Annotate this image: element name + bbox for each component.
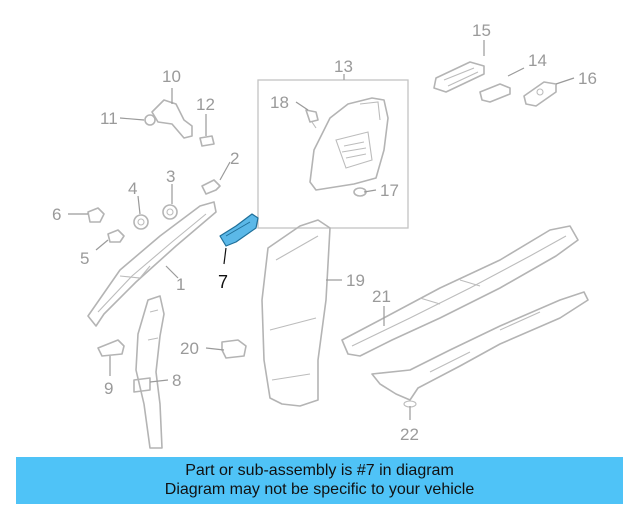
label-12: 12: [196, 95, 215, 114]
label-6: 6: [52, 205, 61, 224]
label-1: 1: [176, 275, 185, 294]
label-16: 16: [578, 69, 597, 88]
label-9: 9: [104, 379, 113, 398]
label-4: 4: [128, 179, 137, 198]
part-12-clip: [199, 135, 215, 147]
part-16-clip: [523, 81, 557, 107]
part-10-bracket: [151, 99, 193, 139]
part-11-bolt: [144, 114, 156, 126]
part-18-screw: [305, 109, 319, 129]
part-14-clip: [479, 83, 511, 103]
label-21: 21: [372, 287, 391, 306]
part-13-trim: [309, 97, 389, 191]
part-22-bracket: [371, 291, 589, 408]
label-7: 7: [218, 272, 228, 292]
part-3-clip: [162, 204, 178, 220]
label-5: 5: [80, 249, 89, 268]
label-20: 20: [180, 339, 199, 358]
part-5-clip: [107, 229, 125, 243]
label-13: 13: [334, 57, 353, 76]
part-4-clip: [133, 214, 149, 230]
label-19: 19: [346, 271, 365, 290]
label-17: 17: [380, 181, 399, 200]
label-11: 11: [100, 109, 118, 128]
part-15-bracket: [433, 61, 485, 93]
label-14: 14: [528, 51, 547, 70]
part-2-screw: [201, 179, 221, 195]
info-banner: Part or sub-assembly is #7 in diagram Di…: [16, 457, 623, 504]
part-20-clip: [221, 339, 247, 359]
part-19-pillar: [261, 219, 331, 407]
label-18: 18: [270, 93, 289, 112]
part-7-highlighted: [219, 213, 259, 247]
label-22: 22: [400, 425, 419, 444]
label-10: 10: [162, 67, 181, 86]
part-9-clip: [97, 339, 125, 357]
part-8-pillar-lower: [133, 295, 165, 449]
banner-line-2: Diagram may not be specific to your vehi…: [164, 481, 475, 498]
label-8: 8: [172, 371, 181, 390]
label-2: 2: [230, 149, 239, 168]
part-1-pillar-trim: [87, 201, 217, 327]
label-15: 15: [472, 21, 491, 40]
part-6-clip: [87, 207, 105, 223]
part-13-group-box: [257, 79, 409, 229]
part-21-sill-trim: [341, 225, 579, 357]
label-3: 3: [166, 167, 175, 186]
banner-line-1: Part or sub-assembly is #7 in diagram: [185, 462, 454, 479]
